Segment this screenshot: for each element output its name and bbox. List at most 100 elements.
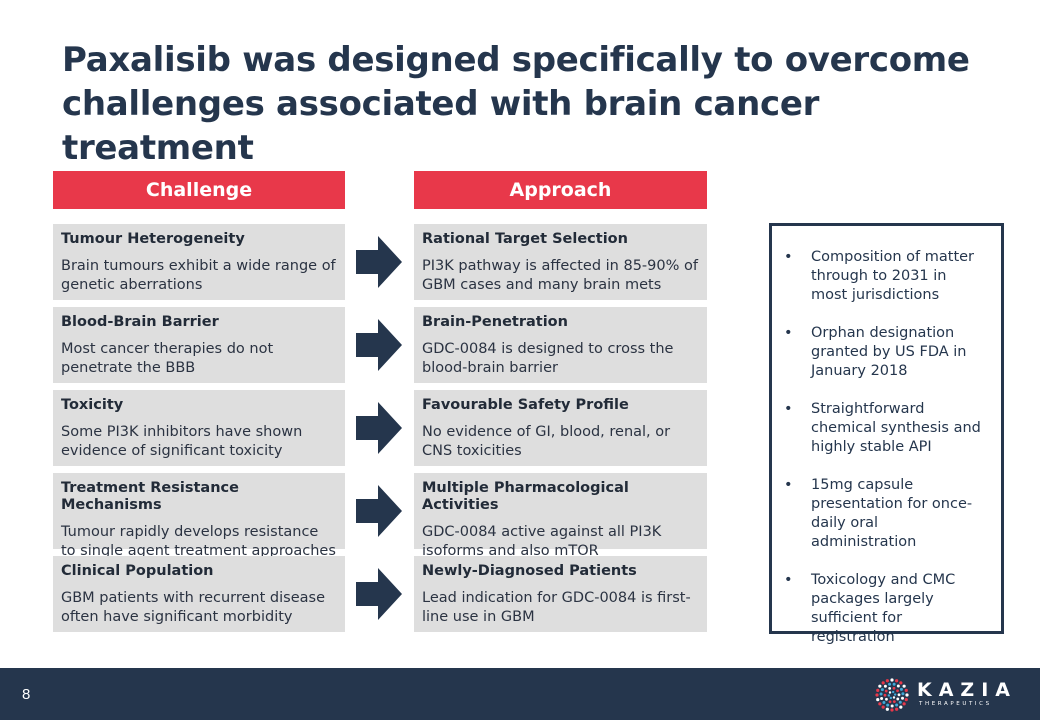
- logo-dot: [901, 692, 905, 696]
- key-point-text: Orphan designation granted by US FDA in …: [811, 325, 967, 379]
- row-treatment-resistance: Treatment Resistance Mechanisms Tumour r…: [0, 473, 710, 559]
- challenge-heading: Blood-Brain Barrier: [61, 314, 219, 330]
- approach-text: GDC-0084 active against all PI3K isoform…: [422, 524, 662, 559]
- arrow-right-icon: [356, 485, 402, 537]
- challenge-text: Some PI3K inhibitors have shown evidence…: [61, 424, 303, 459]
- logo-dot: [886, 703, 890, 707]
- logo-dot: [884, 689, 888, 693]
- bullet-icon: •: [784, 325, 793, 341]
- logo-dot: [878, 702, 882, 706]
- logo-dot: [892, 686, 896, 690]
- logo-dot: [881, 705, 885, 709]
- arrow-right-icon: [356, 319, 402, 371]
- challenge-text: Brain tumours exhibit a wide range of ge…: [61, 258, 336, 293]
- approach-heading: Rational Target Selection: [422, 231, 628, 247]
- challenge-header: Challenge: [53, 171, 345, 209]
- slide-title: Paxalisib was designed specifically to o…: [62, 40, 970, 168]
- logo-subtitle: THERAPEUTICS: [919, 701, 992, 707]
- bullet-icon: •: [784, 572, 793, 588]
- logo-dot: [897, 693, 901, 697]
- approach-text: Lead indication for GDC-0084 is first-li…: [422, 590, 691, 625]
- logo-dot: [887, 694, 891, 697]
- logo-dot: [895, 679, 899, 683]
- approach-text: GDC-0084 is designed to cross the blood-…: [422, 341, 674, 376]
- logo-dot: [899, 681, 903, 685]
- key-points-list: • Composition of matter through to 2031 i…: [780, 248, 987, 647]
- approach-header: Approach: [414, 171, 707, 209]
- logo-dot: [890, 704, 894, 708]
- approach-box: Rational Target Selection PI3K pathway i…: [414, 224, 707, 300]
- challenge-heading: Clinical Population: [61, 563, 214, 579]
- logo-dot: [904, 698, 908, 702]
- logo-dot: [876, 688, 880, 692]
- challenge-text: Most cancer therapies do not penetrate t…: [61, 341, 274, 376]
- key-point-item: •Straightforward chemical synthesis and …: [780, 400, 987, 457]
- logo-dot: [896, 697, 900, 701]
- logo-dot: [883, 684, 887, 688]
- key-points-box: • Composition of matter through to 2031 i…: [769, 223, 1004, 645]
- challenge-box: Blood-Brain Barrier Most cancer therapie…: [53, 307, 345, 383]
- logo-dot: [875, 693, 879, 697]
- challenge-box: Tumour Heterogeneity Brain tumours exhib…: [53, 224, 345, 300]
- dotted-circle-logo-icon: [875, 678, 909, 712]
- logo-dot: [902, 702, 906, 706]
- key-point-text: Toxicology and CMC packages largely suff…: [811, 572, 956, 645]
- logo-dot: [876, 698, 880, 702]
- logo-dot: [889, 696, 893, 700]
- logo-dot: [896, 689, 899, 693]
- logo-dot: [898, 700, 902, 704]
- logo-dot: [888, 687, 892, 690]
- logo-dot: [890, 678, 894, 682]
- key-point-item: • Composition of matter through to 2031 i…: [780, 248, 987, 305]
- bullet-icon: •: [784, 249, 793, 265]
- logo-dot: [888, 682, 892, 686]
- challenge-heading: Toxicity: [61, 397, 124, 413]
- bullet-icon: •: [784, 477, 793, 493]
- logo-dot: [888, 700, 892, 704]
- logo-dot: [879, 692, 883, 696]
- logo-dot: [885, 679, 889, 683]
- key-point-item: • 15mg capsule presentation for once-dail…: [780, 476, 987, 552]
- logo-dot: [878, 684, 882, 688]
- approach-text: PI3K pathway is affected in 85-90% of GB…: [422, 258, 698, 293]
- arrow-right-icon: [356, 568, 402, 620]
- challenge-box: Treatment Resistance Mechanisms Tumour r…: [53, 473, 345, 559]
- approach-heading: Multiple Pharmacological Activities: [422, 480, 629, 513]
- key-point-text: Composition of matter through to 2031 in…: [811, 249, 975, 303]
- logo-dot: [901, 696, 905, 700]
- logo-dot: [899, 687, 903, 691]
- approach-text: No evidence of GI, blood, renal, or CNS …: [422, 424, 671, 459]
- page-number: 8: [22, 686, 31, 703]
- logo-dot: [882, 700, 886, 704]
- logo-dot: [892, 700, 896, 703]
- logo-dot: [885, 697, 888, 701]
- challenge-heading: Tumour Heterogeneity: [61, 231, 245, 247]
- challenge-box: Toxicity Some PI3K inhibitors have shown…: [53, 390, 345, 466]
- logo-dot: [905, 693, 909, 697]
- row-clinical-population: Clinical Population GBM patients with re…: [0, 556, 710, 632]
- row-toxicity: Toxicity Some PI3K inhibitors have shown…: [0, 390, 710, 466]
- logo-dot: [888, 691, 892, 694]
- logo-dot: [891, 690, 895, 694]
- logo-dot: [895, 707, 899, 711]
- arrow-right-icon: [356, 236, 402, 288]
- logo-dot: [904, 688, 908, 692]
- challenge-heading: Treatment Resistance Mechanisms: [61, 480, 239, 513]
- approach-box: Brain-Penetration GDC-0084 is designed t…: [414, 307, 707, 383]
- logo-dot: [881, 681, 885, 685]
- approach-box: Multiple Pharmacological Activities GDC-…: [414, 473, 707, 559]
- challenge-text: Tumour rapidly develops resistance to si…: [61, 524, 336, 559]
- approach-box: Newly-Diagnosed Patients Lead indication…: [414, 556, 707, 632]
- logo-dot: [899, 705, 903, 709]
- logo-dot: [896, 684, 900, 688]
- approach-box: Favourable Safety Profile No evidence of…: [414, 390, 707, 466]
- key-point-text: 15mg capsule presentation for once-daily…: [811, 477, 973, 550]
- arrow-right-icon: [356, 402, 402, 454]
- logo-dot: [892, 682, 896, 686]
- challenge-box: Clinical Population GBM patients with re…: [53, 556, 345, 632]
- logo-dot: [895, 703, 899, 707]
- logo-dot: [892, 696, 896, 699]
- key-point-text: Straightforward chemical synthesis and h…: [811, 401, 981, 455]
- logo-dot: [890, 708, 894, 712]
- logo-dot: [880, 688, 884, 692]
